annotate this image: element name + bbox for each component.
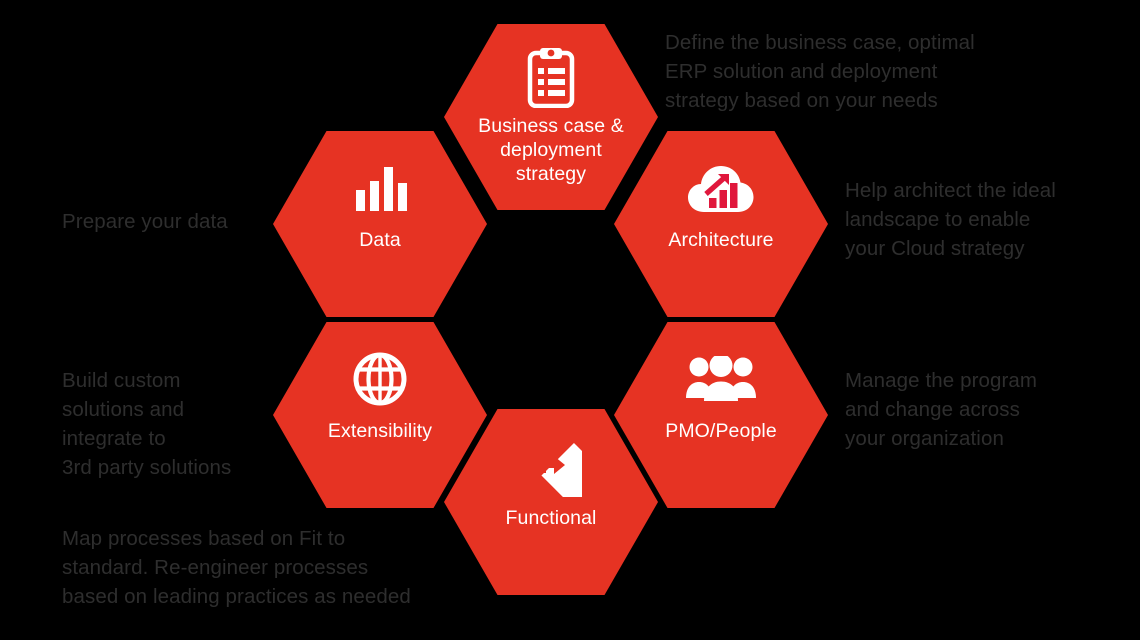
hexagon-label-architecture: Architecture	[668, 229, 774, 251]
cloud-growth-chart-icon	[687, 157, 755, 219]
hexagon-label-functional: Functional	[505, 507, 597, 529]
description-extensibility: Build custom solutions and integrate to …	[62, 369, 232, 479]
hexagon-label-data: Data	[359, 229, 401, 251]
description-business-case: Define the business case, optimal ERP so…	[665, 31, 975, 112]
hexagon-label-pmo-people: PMO/People	[665, 420, 777, 442]
clipboard-checklist-icon	[525, 46, 577, 108]
hexagon-label-business-case: Business case & deployment strategy	[478, 115, 624, 185]
hexagon-architecture[interactable]: Architecture	[614, 131, 828, 317]
description-data: Prepare your data	[62, 210, 228, 233]
description-pmo-people: Manage the program and change across you…	[845, 369, 1038, 450]
bar-chart-icon	[352, 157, 408, 219]
hexagon-data[interactable]: Data	[273, 131, 487, 317]
hexagon-extensibility[interactable]: Extensibility	[273, 322, 487, 508]
hexagon-business-case[interactable]: Business case & deployment strategy	[444, 24, 658, 210]
description-architecture: Help architect the ideal landscape to en…	[845, 179, 1056, 260]
description-functional: Map processes based on Fit to standard. …	[62, 527, 411, 608]
turn-right-arrow-icon	[520, 435, 582, 497]
globe-icon	[353, 348, 407, 410]
people-group-icon	[686, 348, 756, 410]
hexagon-pmo-people[interactable]: PMO/People	[614, 322, 828, 508]
hexagon-label-extensibility: Extensibility	[327, 420, 433, 442]
